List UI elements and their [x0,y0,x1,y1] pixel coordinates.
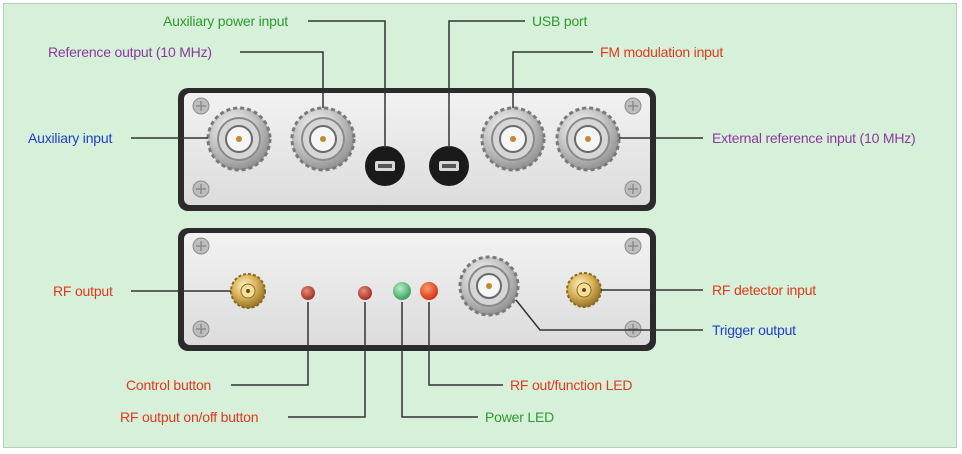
external-reference-input-label: External reference input (10 MHz) [712,130,916,146]
control-button-label: Control button [126,377,212,393]
panel-screw-icon [192,320,210,338]
panel-screw-icon [192,97,210,115]
leader-rf-out-function-led [428,302,503,386]
auxiliary-power-input-label: Auxiliary power input [163,13,288,29]
fm-modulation-input-label: FM modulation input [600,44,724,60]
leader-trigger-output [515,299,703,331]
rf-output-label: RF output [53,283,113,299]
top-panel [178,88,656,211]
bnc-connector-icon [206,106,272,172]
sma-connector-icon [230,273,266,309]
panel-screw-icon [624,97,642,115]
leader-control-button [231,302,309,386]
bnc-connector-icon [458,255,520,317]
bnc-connector-icon [555,106,621,172]
mini-usb-port-icon [365,146,405,186]
green-led-icon [393,282,411,300]
reference-output-label: Reference output (10 MHz) [48,44,212,60]
trigger-output-label: Trigger output [712,322,796,338]
auxiliary-input-label: Auxiliary input [28,130,113,146]
rf-out-function-led-label: RF out/function LED [510,377,633,393]
push-button-icon [358,286,372,300]
panel-screw-icon [192,180,210,198]
leader-usb-port [448,20,525,148]
push-button-icon [301,286,315,300]
leader-power-led [401,302,478,418]
panel-screw-icon [624,320,642,338]
red-led-icon [420,282,438,300]
panel-screw-icon [624,180,642,198]
rf-output-onoff-button-label: RF output on/off button [120,409,259,425]
power-led-label: Power LED [485,409,555,425]
usb-port-label: USB port [532,13,588,29]
bottom-panel [178,228,656,351]
mini-usb-port-icon [429,146,469,186]
leader-fm-modulation-input [512,51,593,108]
panel-screw-icon [192,237,210,255]
panel-screw-icon [624,237,642,255]
leader-reference-output [240,51,324,108]
bnc-connector-icon [480,106,546,172]
sma-connector-icon [566,272,602,308]
bnc-connector-icon [290,106,356,172]
rf-detector-input-label: RF detector input [712,282,816,298]
leader-auxiliary-power-input [308,20,386,148]
leader-rf-output-onoff-button [288,302,366,418]
diagram-background [3,3,957,448]
leader-lines [131,20,703,418]
